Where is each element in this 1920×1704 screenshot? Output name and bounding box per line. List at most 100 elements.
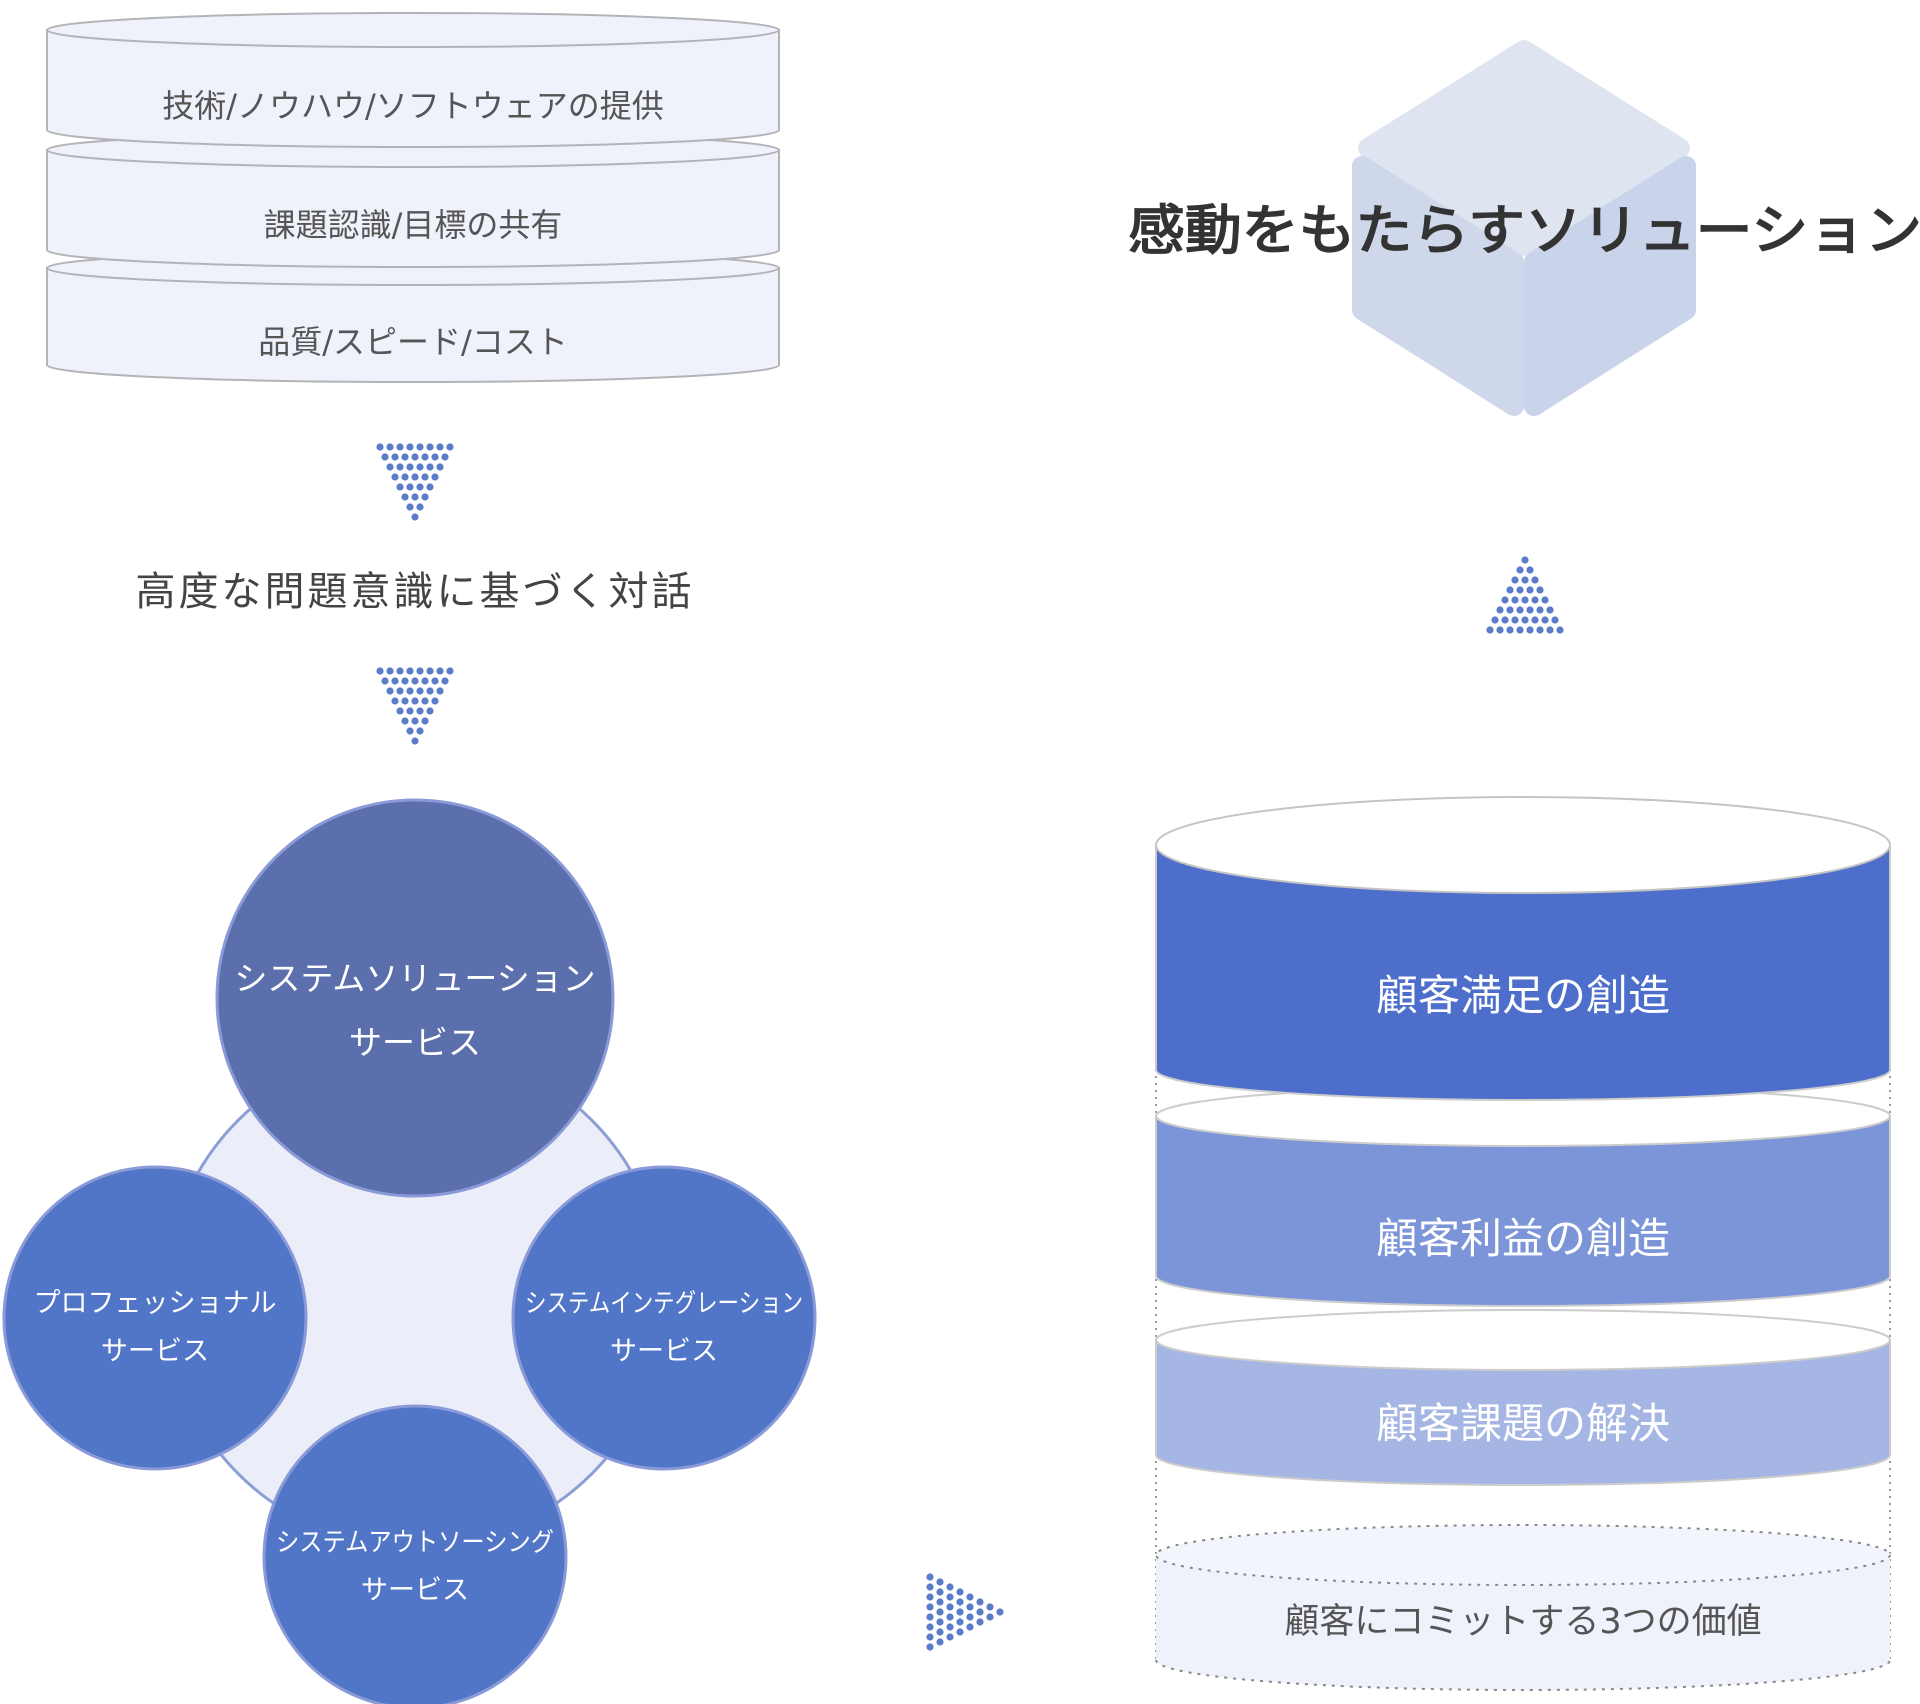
arrow-dot: [936, 1598, 944, 1606]
cylinder-layer-2-label: 顧客利益の創造: [1376, 1214, 1670, 1263]
value-cylinder: 顧客にコミットする3つの価値 顧客課題の解決 顧客利益の創造 顧客満足の創造: [1155, 796, 1891, 1691]
arrow-dot: [416, 727, 424, 735]
arrow-dot: [421, 717, 429, 725]
arrow-dot: [406, 687, 414, 695]
arrow-dot: [1516, 586, 1524, 594]
arrow-dot: [1511, 596, 1519, 604]
arrow-dot: [956, 1618, 964, 1626]
arrow-dot: [401, 697, 409, 705]
arrow-dot: [966, 1603, 974, 1611]
arrow-dot: [411, 697, 419, 705]
cylinder-layer-3-label: 顧客課題の解決: [1376, 1399, 1670, 1448]
service-center-line2: サービス: [349, 1023, 481, 1062]
arrow-dot: [416, 707, 424, 715]
arrow-dot: [936, 1578, 944, 1586]
service-left-circle: プロフェッショナル サービス: [2, 1165, 308, 1471]
arrow-dot: [426, 707, 434, 715]
service-bottom-line2: サービス: [361, 1575, 469, 1606]
arrow-dot: [946, 1583, 954, 1591]
arrow-dot: [1521, 596, 1529, 604]
arrow-dot: [976, 1608, 984, 1616]
arrow-dot: [956, 1628, 964, 1636]
arrow-dot: [386, 443, 394, 451]
stack-item-2: 課題認識/目標の共有: [264, 206, 563, 244]
arrow-dot: [416, 463, 424, 471]
arrow-dot: [406, 463, 414, 471]
arrow-dot: [946, 1633, 954, 1641]
arrow-dot: [1546, 606, 1554, 614]
arrow-dot: [1521, 556, 1529, 564]
arrow-dot: [926, 1623, 934, 1631]
down-arrow-dots-2: [376, 667, 454, 745]
arrow-dot: [406, 667, 414, 675]
arrow-dot: [1531, 596, 1539, 604]
arrow-dot: [936, 1618, 944, 1626]
arrow-dot: [936, 1608, 944, 1616]
stack-item-1: 技術/ノウハウ/ソフトウェアの提供: [162, 87, 664, 125]
arrow-dot: [1551, 616, 1559, 624]
down-arrow-dots-1: [376, 443, 454, 521]
arrow-dot: [1511, 616, 1519, 624]
arrow-dot: [966, 1613, 974, 1621]
arrow-dot: [926, 1633, 934, 1641]
arrow-dot: [926, 1573, 934, 1581]
arrow-dot: [946, 1593, 954, 1601]
solution-title: 感動をもたらすソリューション: [1128, 198, 1920, 262]
arrow-dot: [1516, 626, 1524, 634]
right-arrow-dots: [926, 1573, 1004, 1651]
arrow-dot: [1526, 566, 1534, 574]
stack-disc-1: [46, 12, 780, 148]
arrow-dot: [1486, 626, 1494, 634]
arrow-dot: [386, 463, 394, 471]
arrow-dot: [946, 1623, 954, 1631]
arrow-dot: [401, 453, 409, 461]
arrow-dot: [431, 677, 439, 685]
cylinder-base: 顧客にコミットする3つの価値: [1155, 1524, 1891, 1691]
service-left-line1: プロフェッショナル: [34, 1288, 277, 1319]
arrow-dot: [1546, 626, 1554, 634]
arrow-dot: [391, 677, 399, 685]
arrow-dot: [401, 717, 409, 725]
arrow-dot: [936, 1628, 944, 1636]
arrow-dot: [1506, 586, 1514, 594]
stack-top: 技術/ノウハウ/ソフトウェアの提供 課題認識/目標の共有 品質/スピード/コスト: [46, 12, 780, 383]
arrow-dot: [436, 687, 444, 695]
arrow-dot: [1556, 626, 1564, 634]
up-arrow-dots: [1486, 556, 1564, 634]
arrow-dot: [411, 473, 419, 481]
arrow-dot: [956, 1588, 964, 1596]
arrow-dot: [396, 463, 404, 471]
arrow-dot: [926, 1603, 934, 1611]
arrow-dot: [431, 697, 439, 705]
service-right-circle: システムインテグレーション サービス: [511, 1165, 817, 1471]
arrow-dot: [416, 687, 424, 695]
cylinder-layer-1: 顧客満足の創造: [1155, 796, 1891, 1101]
arrow-dot: [406, 483, 414, 491]
arrow-dot: [406, 443, 414, 451]
arrow-dot: [416, 443, 424, 451]
arrow-dot: [411, 493, 419, 501]
arrow-dot: [926, 1643, 934, 1651]
arrow-dot: [396, 667, 404, 675]
service-center-circle: システムソリューション サービス: [215, 798, 615, 1198]
arrow-dot: [1496, 606, 1504, 614]
arrow-dot: [421, 697, 429, 705]
service-bottom-circle: システムアウトソーシング サービス: [262, 1404, 568, 1704]
arrow-dot: [946, 1603, 954, 1611]
stack-disc-2: [46, 132, 780, 268]
service-left-line2: サービス: [101, 1336, 209, 1367]
arrow-dot: [1526, 586, 1534, 594]
arrow-dot: [446, 443, 454, 451]
arrow-dot: [1536, 586, 1544, 594]
cube-icon: [1352, 40, 1696, 416]
service-right-line2: サービス: [610, 1336, 718, 1367]
arrow-dot: [421, 453, 429, 461]
arrow-dot: [401, 493, 409, 501]
arrow-dot: [441, 677, 449, 685]
arrow-dot: [406, 707, 414, 715]
arrow-dot: [376, 667, 384, 675]
arrow-dot: [431, 473, 439, 481]
cylinder-layer-3: 顧客課題の解決: [1155, 1309, 1891, 1486]
arrow-dot: [1496, 626, 1504, 634]
